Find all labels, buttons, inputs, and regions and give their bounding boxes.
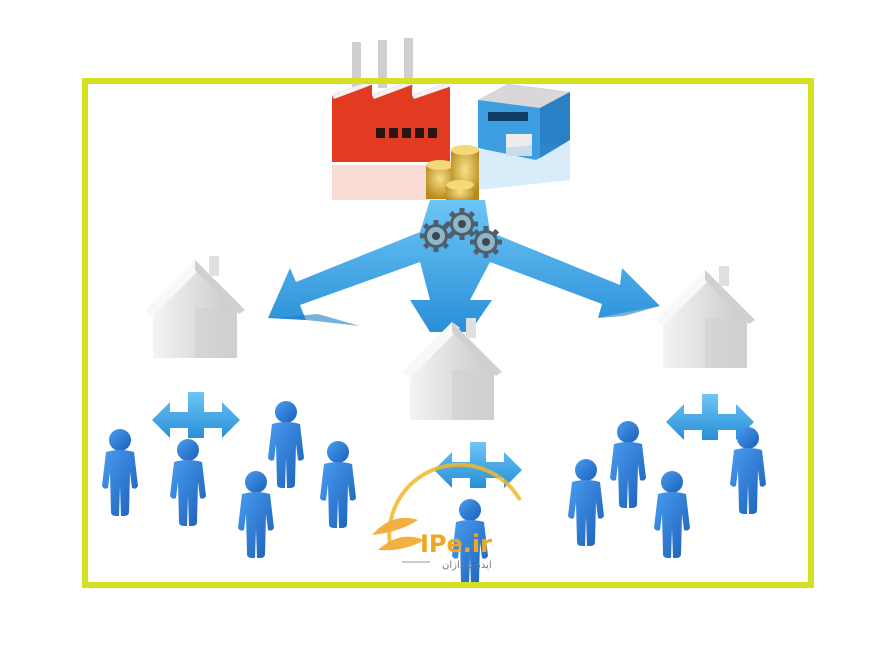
highlight-frame	[82, 78, 814, 588]
logo-tagline: ایده پردازان	[442, 560, 492, 571]
warehouse-building	[478, 84, 570, 190]
ipe-logo-watermark	[372, 462, 522, 563]
factory-building	[332, 38, 452, 200]
people-right-group	[568, 421, 766, 558]
coin-stacks	[426, 145, 479, 203]
distribution-arrows	[268, 200, 660, 332]
house-center	[402, 318, 502, 420]
house-left	[145, 256, 245, 358]
house-right	[655, 266, 755, 368]
logo-text: IPe.ir	[420, 530, 492, 558]
arrow-left-group	[152, 392, 240, 438]
